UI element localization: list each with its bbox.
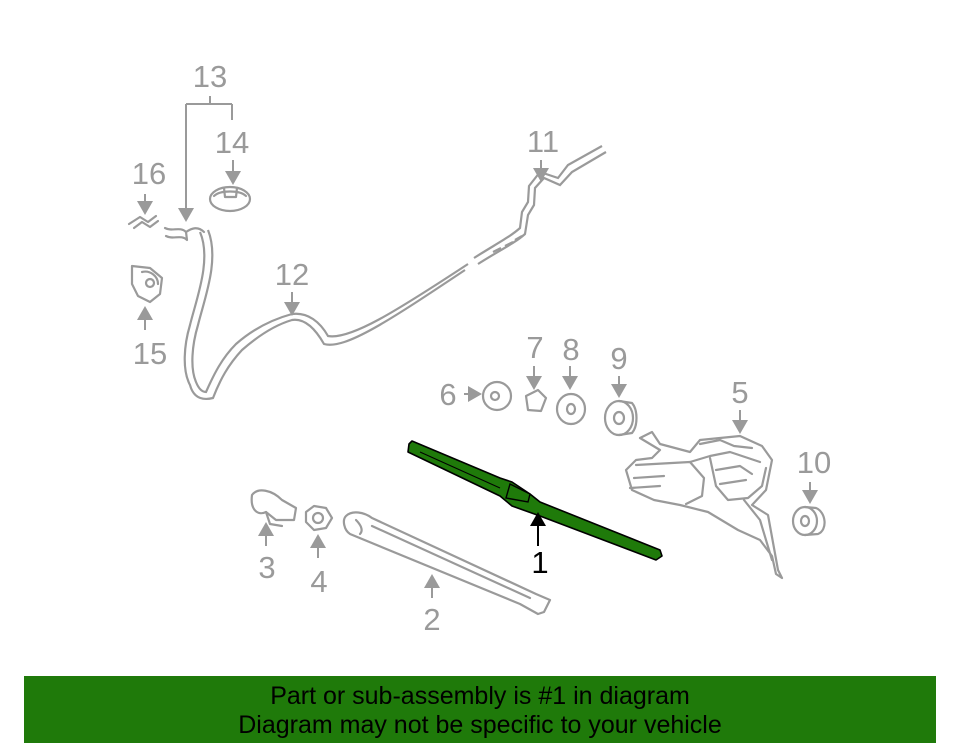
callout-6: 6 bbox=[439, 377, 456, 412]
callout-1: 1 bbox=[531, 545, 548, 580]
callout-10: 10 bbox=[797, 445, 831, 480]
wiper-arm-2 bbox=[342, 511, 552, 616]
bushing-10 bbox=[791, 505, 826, 537]
callout-4: 4 bbox=[310, 564, 327, 599]
nut-cap-7 bbox=[524, 388, 548, 413]
washer-8 bbox=[555, 392, 587, 426]
callout-15: 15 bbox=[133, 336, 167, 371]
washer-hose-12 bbox=[183, 145, 607, 401]
callout-12: 12 bbox=[275, 257, 309, 292]
callout-16: 16 bbox=[132, 156, 166, 191]
callout-2: 2 bbox=[423, 602, 440, 637]
callout-5: 5 bbox=[731, 375, 748, 410]
callout-14: 14 bbox=[215, 125, 249, 160]
callout-11: 11 bbox=[527, 124, 559, 159]
arm-cap-3 bbox=[250, 489, 298, 528]
info-banner: Part or sub-assembly is #1 in diagram Di… bbox=[24, 676, 936, 743]
nut-4 bbox=[304, 504, 334, 532]
callout-8: 8 bbox=[562, 332, 579, 367]
washer-6 bbox=[481, 380, 513, 412]
wiper-blade-1 bbox=[407, 440, 663, 561]
wiper-motor-5 bbox=[624, 430, 784, 580]
callout-13: 13 bbox=[193, 59, 227, 94]
washer-nozzle-15 bbox=[130, 264, 164, 304]
banner-line-1: Part or sub-assembly is #1 in diagram bbox=[270, 682, 690, 710]
banner-line-2: Diagram may not be specific to your vehi… bbox=[238, 711, 722, 739]
callout-3: 3 bbox=[258, 550, 275, 585]
grommet-14 bbox=[208, 185, 252, 213]
callout-9: 9 bbox=[610, 341, 627, 376]
leader-lines bbox=[137, 96, 818, 598]
hose-connector-16 bbox=[127, 214, 160, 230]
callout-labels: 1 2 3 4 5 6 7 8 9 10 11 12 13 14 15 16 bbox=[132, 59, 831, 637]
bushing-9 bbox=[603, 399, 638, 437]
callout-7: 7 bbox=[526, 330, 543, 365]
hose-tee-13 bbox=[163, 226, 206, 242]
